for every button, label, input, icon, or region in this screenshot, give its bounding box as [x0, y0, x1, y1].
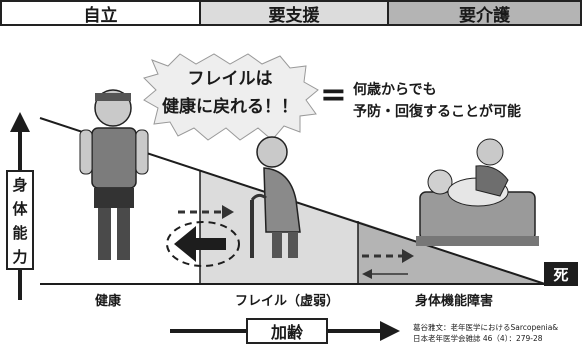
- aging-arrow-head: [380, 321, 400, 341]
- prevention-line-2: 予防・回復することが可能: [353, 104, 521, 120]
- frail-elder-icon: [250, 136, 301, 258]
- dashed-forward-arrow-icon: [178, 205, 234, 219]
- frailty-recoverable-callout: フレイルは 健康に戻れる！！: [150, 65, 310, 121]
- death-label: 死: [544, 262, 578, 286]
- dashed-forward-arrow-2-icon: [362, 249, 414, 263]
- stage-label-disability: 身体機能障害: [415, 294, 494, 309]
- y-axis-char: 身: [12, 175, 28, 194]
- citation-line-1: 葛谷雅文：老年医学におけるSarcopenia&: [413, 323, 559, 332]
- stage-label-healthy: 健康: [95, 294, 122, 309]
- equals-sign: =: [320, 75, 347, 113]
- prevention-line-1: 何歳からでも: [353, 82, 437, 98]
- stage-label-frailty: フレイル（虚弱）: [235, 294, 340, 309]
- burst-bubble-icon: [143, 53, 319, 141]
- y-axis-char: 能: [12, 223, 28, 242]
- category-support-needed-label: 要支援: [268, 5, 320, 26]
- category-independent-label: 自立: [83, 5, 118, 26]
- y-axis-char: 体: [12, 199, 28, 218]
- category-care-needed: 要介護: [388, 0, 582, 26]
- category-independent: 自立: [0, 0, 200, 26]
- healthy-elder-icon: [79, 89, 149, 260]
- aging-label: 加齢: [246, 318, 328, 344]
- citation: 葛谷雅文：老年医学におけるSarcopenia& 日本老年医学会雑誌 46（4）…: [413, 322, 582, 344]
- prevention-message: 何歳からでも 予防・回復することが可能: [353, 79, 578, 123]
- y-axis-char: 力: [12, 247, 28, 266]
- callout-line-2: 健康に戻れる！！: [162, 97, 298, 117]
- y-axis-arrow-head: [10, 112, 30, 132]
- callout-line-1: フレイルは: [187, 69, 273, 89]
- recovery-arrow-icon: [174, 226, 226, 262]
- thin-back-arrow-icon: [362, 269, 408, 279]
- citation-line-2: 日本老年医学会雑誌 46（4）：279-28: [413, 334, 543, 343]
- y-axis-label-physical-ability: 身 体 能 力: [6, 170, 34, 270]
- bedridden-care-icon: [416, 138, 539, 246]
- recovery-circle: [166, 221, 240, 267]
- category-care-needed-label: 要介護: [459, 5, 510, 26]
- category-support-needed: 要支援: [200, 0, 388, 26]
